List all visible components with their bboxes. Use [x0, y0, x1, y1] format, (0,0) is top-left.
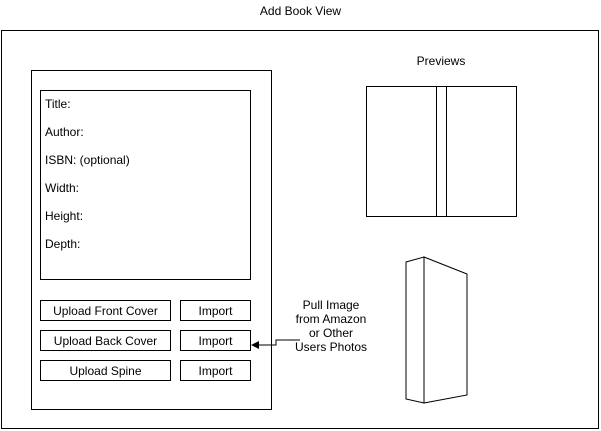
width-field[interactable]: Width: [45, 181, 80, 195]
title-field[interactable]: Title: [45, 97, 71, 111]
upload-back-cover-button[interactable]: Upload Back Cover [40, 330, 171, 351]
book-3d-preview [405, 256, 468, 404]
book-spine-face [405, 256, 425, 404]
depth-field[interactable]: Depth: [45, 237, 81, 251]
previews-label: Previews [416, 54, 466, 68]
import-note: Pull Image from Amazon or Other Users Ph… [294, 298, 368, 354]
book-fields-box: Title: Author: ISBN: (optional) Width: H… [40, 90, 251, 280]
upload-spine-button[interactable]: Upload Spine [40, 360, 171, 381]
add-book-form-panel [31, 70, 272, 410]
view-frame [1, 30, 599, 429]
isbn-field[interactable]: ISBN: (optional) [45, 153, 130, 167]
author-field[interactable]: Author: [45, 125, 84, 139]
open-book-preview [366, 86, 517, 217]
upload-front-cover-button[interactable]: Upload Front Cover [40, 300, 171, 321]
page-title: Add Book View [259, 4, 342, 18]
import-back-cover-button[interactable]: Import [180, 330, 251, 351]
height-field[interactable]: Height: [45, 209, 84, 223]
book-front-face [423, 256, 468, 404]
import-spine-button[interactable]: Import [180, 360, 251, 381]
import-front-cover-button[interactable]: Import [180, 300, 251, 321]
spine-preview [436, 86, 447, 217]
